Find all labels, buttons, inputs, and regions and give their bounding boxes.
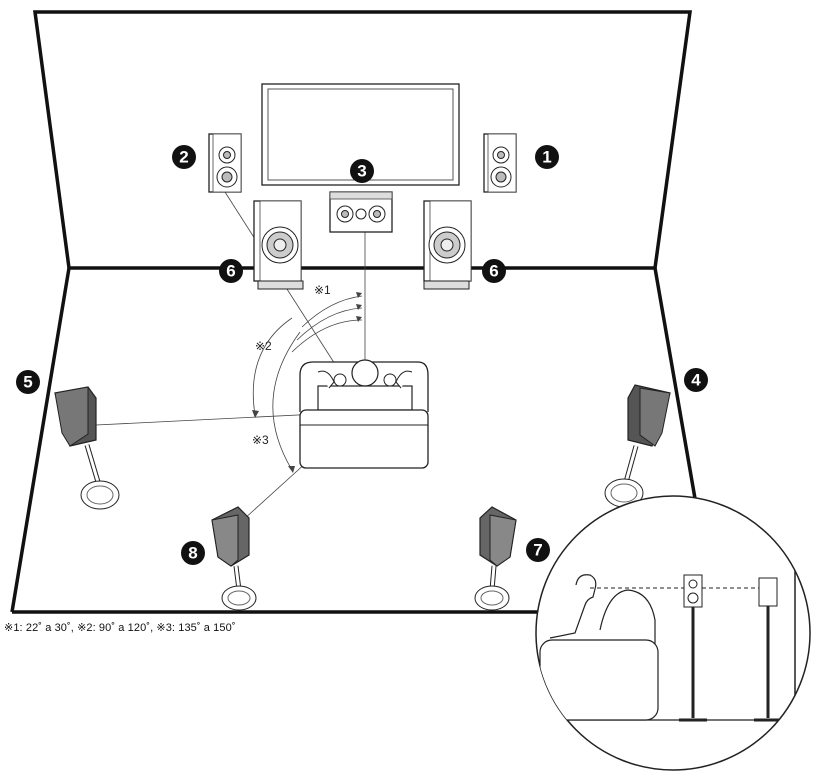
number-marker-surround-back-left: 8 <box>181 541 205 565</box>
front-right-speaker <box>483 133 517 193</box>
front-left-speaker <box>208 133 242 193</box>
angle-mark-2: ※2 <box>255 339 272 353</box>
number-marker-surround-right: 4 <box>684 368 708 392</box>
angle-guide-lines <box>95 191 366 521</box>
height-inset <box>535 495 811 771</box>
svg-text:1: 1 <box>542 148 551 167</box>
number-marker-subwoofer-left: 6 <box>219 259 243 283</box>
surround-left-speaker <box>54 386 120 510</box>
surround-back-right-speaker <box>474 506 517 611</box>
svg-text:6: 6 <box>489 262 498 281</box>
number-marker-center: 3 <box>350 159 374 183</box>
angle-mark-1: ※1 <box>314 283 331 297</box>
svg-text:8: 8 <box>188 544 197 563</box>
svg-text:3: 3 <box>357 162 366 181</box>
svg-text:2: 2 <box>179 148 188 167</box>
number-marker-surround-left: 5 <box>16 370 40 394</box>
number-marker-front-left: 2 <box>172 145 196 169</box>
center-speaker <box>329 191 393 233</box>
svg-text:7: 7 <box>533 541 542 560</box>
subwoofer-left <box>253 200 304 290</box>
surround-right-speaker <box>604 384 671 508</box>
svg-text:5: 5 <box>23 373 32 392</box>
svg-text:4: 4 <box>691 371 701 390</box>
number-marker-front-right: 1 <box>535 145 559 169</box>
angle-footnote: ※1: 22˚ a 30˚, ※2: 90˚ a 120˚, ※3: 135˚ … <box>4 622 236 634</box>
surround-back-left-speaker <box>211 506 257 611</box>
subwoofer-right <box>423 200 472 290</box>
room-outline <box>10 10 699 614</box>
number-marker-surround-back-right: 7 <box>526 538 550 562</box>
angle-mark-3: ※3 <box>252 433 269 447</box>
svg-text:6: 6 <box>226 262 235 281</box>
listener-sofa <box>299 359 429 469</box>
number-marker-subwoofer-right: 6 <box>482 259 506 283</box>
